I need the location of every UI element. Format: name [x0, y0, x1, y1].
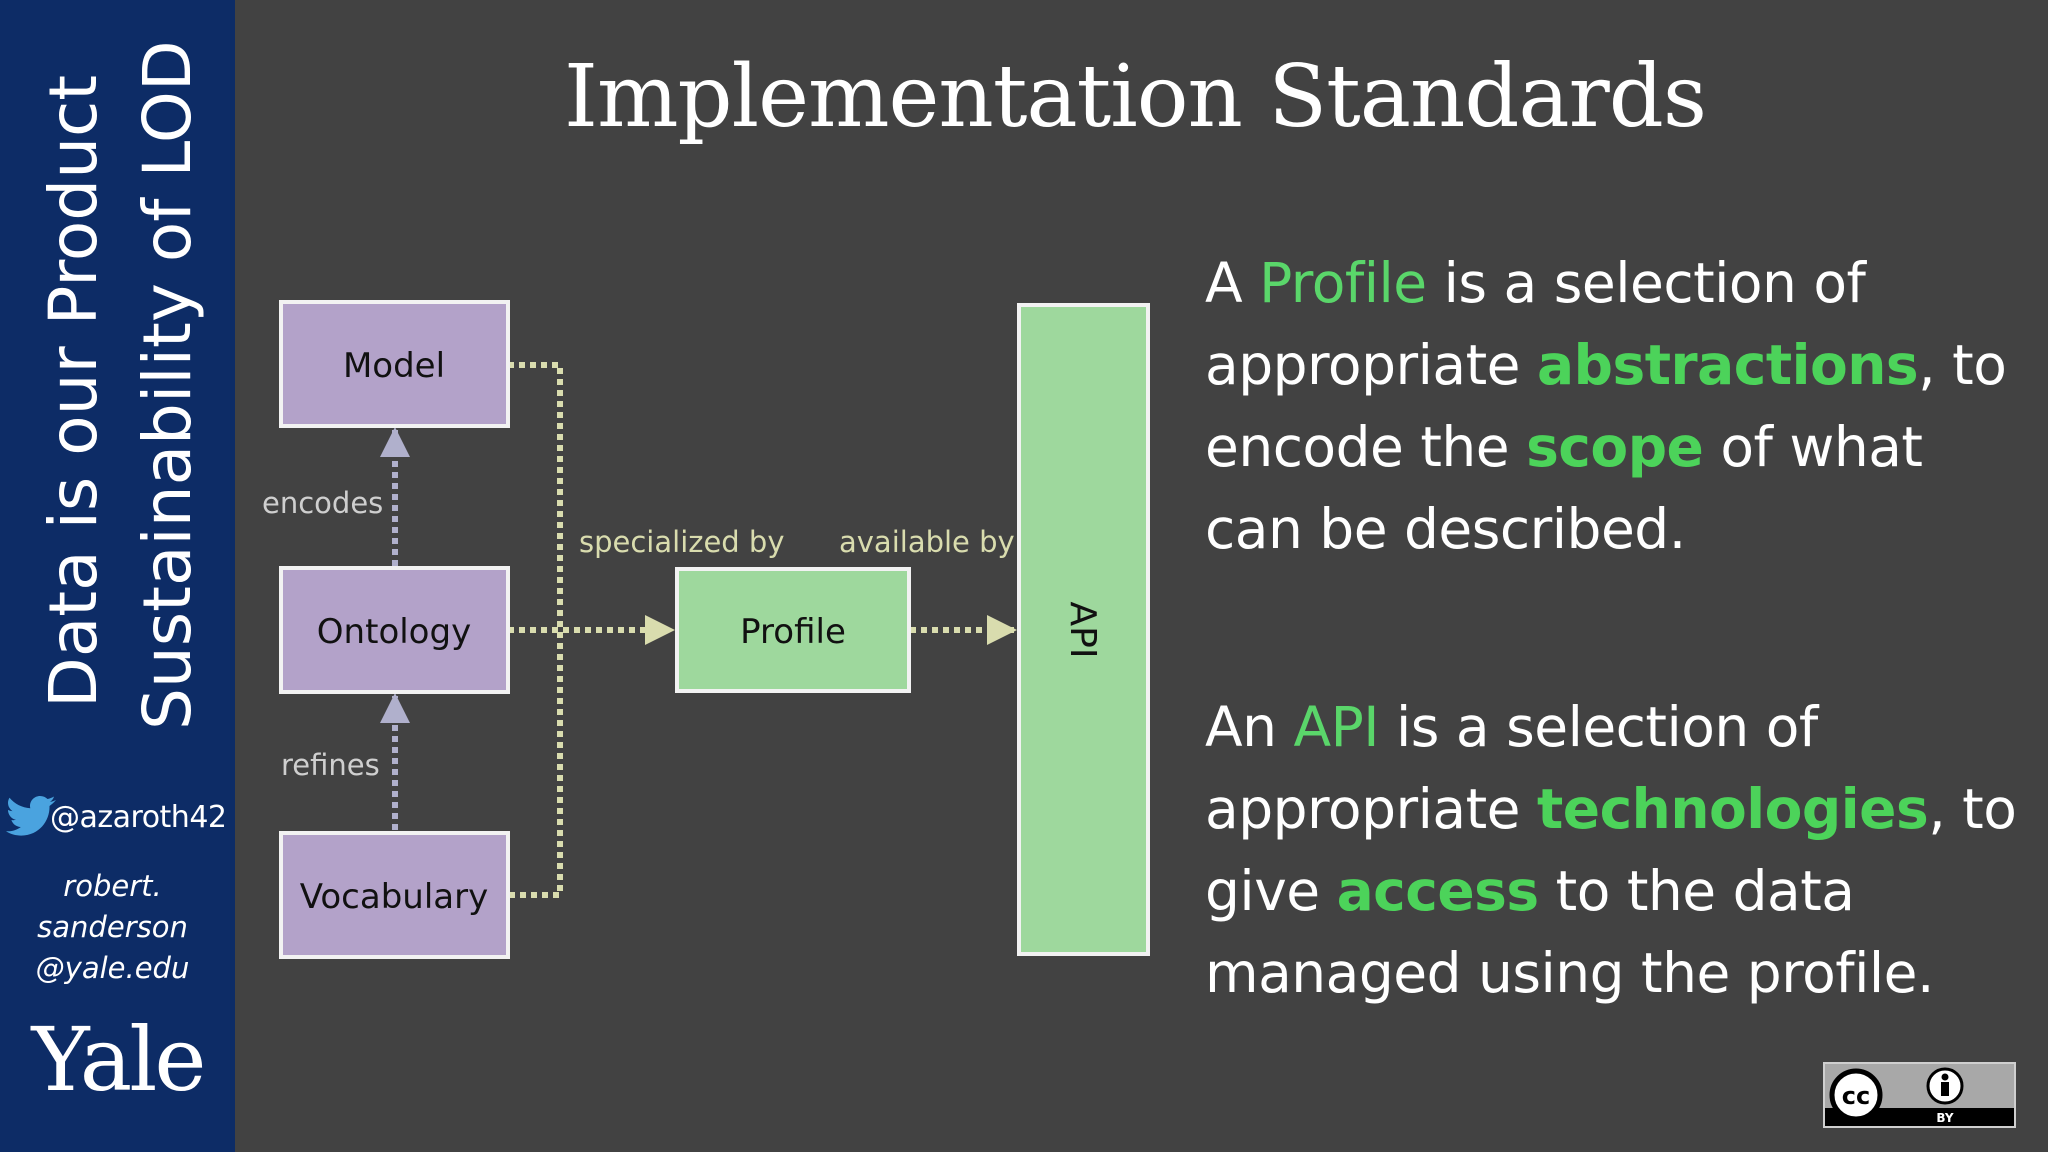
- profile-def-text-2: is a selection of appropriate: [1205, 251, 1866, 397]
- profile-def-text-3: , to encode the: [1205, 333, 2007, 479]
- ontology-label: Ontology: [317, 612, 471, 652]
- cc-icon: [1829, 1068, 1883, 1122]
- sidebar-title-line2: Sustainability of LOD: [129, 40, 206, 730]
- api-def-keyword-technologies: technologies: [1536, 777, 1929, 841]
- api-definition: An API is a selection of appropriate tec…: [1205, 686, 2025, 1014]
- specialized-by-label: specialized by: [579, 525, 785, 559]
- api-def-keyword-access: access: [1336, 859, 1540, 923]
- vocabulary-box: Vocabulary: [279, 831, 510, 959]
- model-label: Model: [343, 346, 445, 386]
- author-email[interactable]: robert. sanderson @yale.edu: [0, 866, 225, 989]
- encodes-label: encodes: [262, 486, 383, 520]
- twitter-handle[interactable]: @azaroth42: [50, 799, 227, 835]
- profile-def-term: Profile: [1259, 251, 1427, 315]
- profile-def-keyword-scope: scope: [1526, 415, 1704, 479]
- yale-logo: Yale: [31, 1008, 207, 1111]
- api-def-text-2: is a selection of appropriate: [1205, 695, 1818, 841]
- vocabulary-label: Vocabulary: [300, 877, 488, 917]
- sidebar: Data is our Product Sustainability of LO…: [0, 0, 235, 1152]
- profile-def-text-1: A: [1205, 251, 1260, 315]
- profile-definition: A Profile is a selection of appropriate …: [1205, 242, 2025, 570]
- profile-def-keyword-abstractions: abstractions: [1536, 333, 1919, 397]
- email-line-3: @yale.edu: [35, 951, 190, 985]
- attribution-person-icon: [1926, 1067, 1964, 1105]
- email-line-1: robert.: [63, 869, 162, 903]
- cc-icon-text: cc: [1842, 1082, 1870, 1110]
- slide-title: Implementation Standards: [564, 47, 1707, 147]
- sidebar-title-line1: Data is our Product: [35, 75, 112, 708]
- api-def-text-1: An: [1205, 695, 1294, 759]
- email-line-2: sanderson: [37, 910, 188, 944]
- refines-label: refines: [281, 748, 380, 782]
- api-def-term: API: [1293, 695, 1379, 759]
- api-label: API: [1062, 602, 1103, 659]
- sidebar-title: Data is our Product Sustainability of LO…: [0, 0, 235, 760]
- twitter-bird-icon: [6, 796, 56, 836]
- api-def-text-4: to the data managed using the profile.: [1205, 859, 1935, 1005]
- profile-label: Profile: [740, 612, 846, 652]
- connector-bracket: [508, 362, 563, 898]
- api-box: API: [1017, 303, 1150, 956]
- model-box: Model: [279, 300, 510, 428]
- available-by-label: available by: [839, 525, 1015, 559]
- by-label: BY: [1936, 1111, 1953, 1125]
- ontology-box: Ontology: [279, 566, 510, 694]
- profile-def-text-4: of what can be described.: [1205, 415, 1923, 561]
- cc-by-license-badge[interactable]: cc BY: [1823, 1062, 2016, 1128]
- api-def-text-3: , to give: [1205, 777, 2017, 923]
- twitter-row: @azaroth42: [6, 792, 235, 842]
- profile-box: Profile: [675, 567, 911, 693]
